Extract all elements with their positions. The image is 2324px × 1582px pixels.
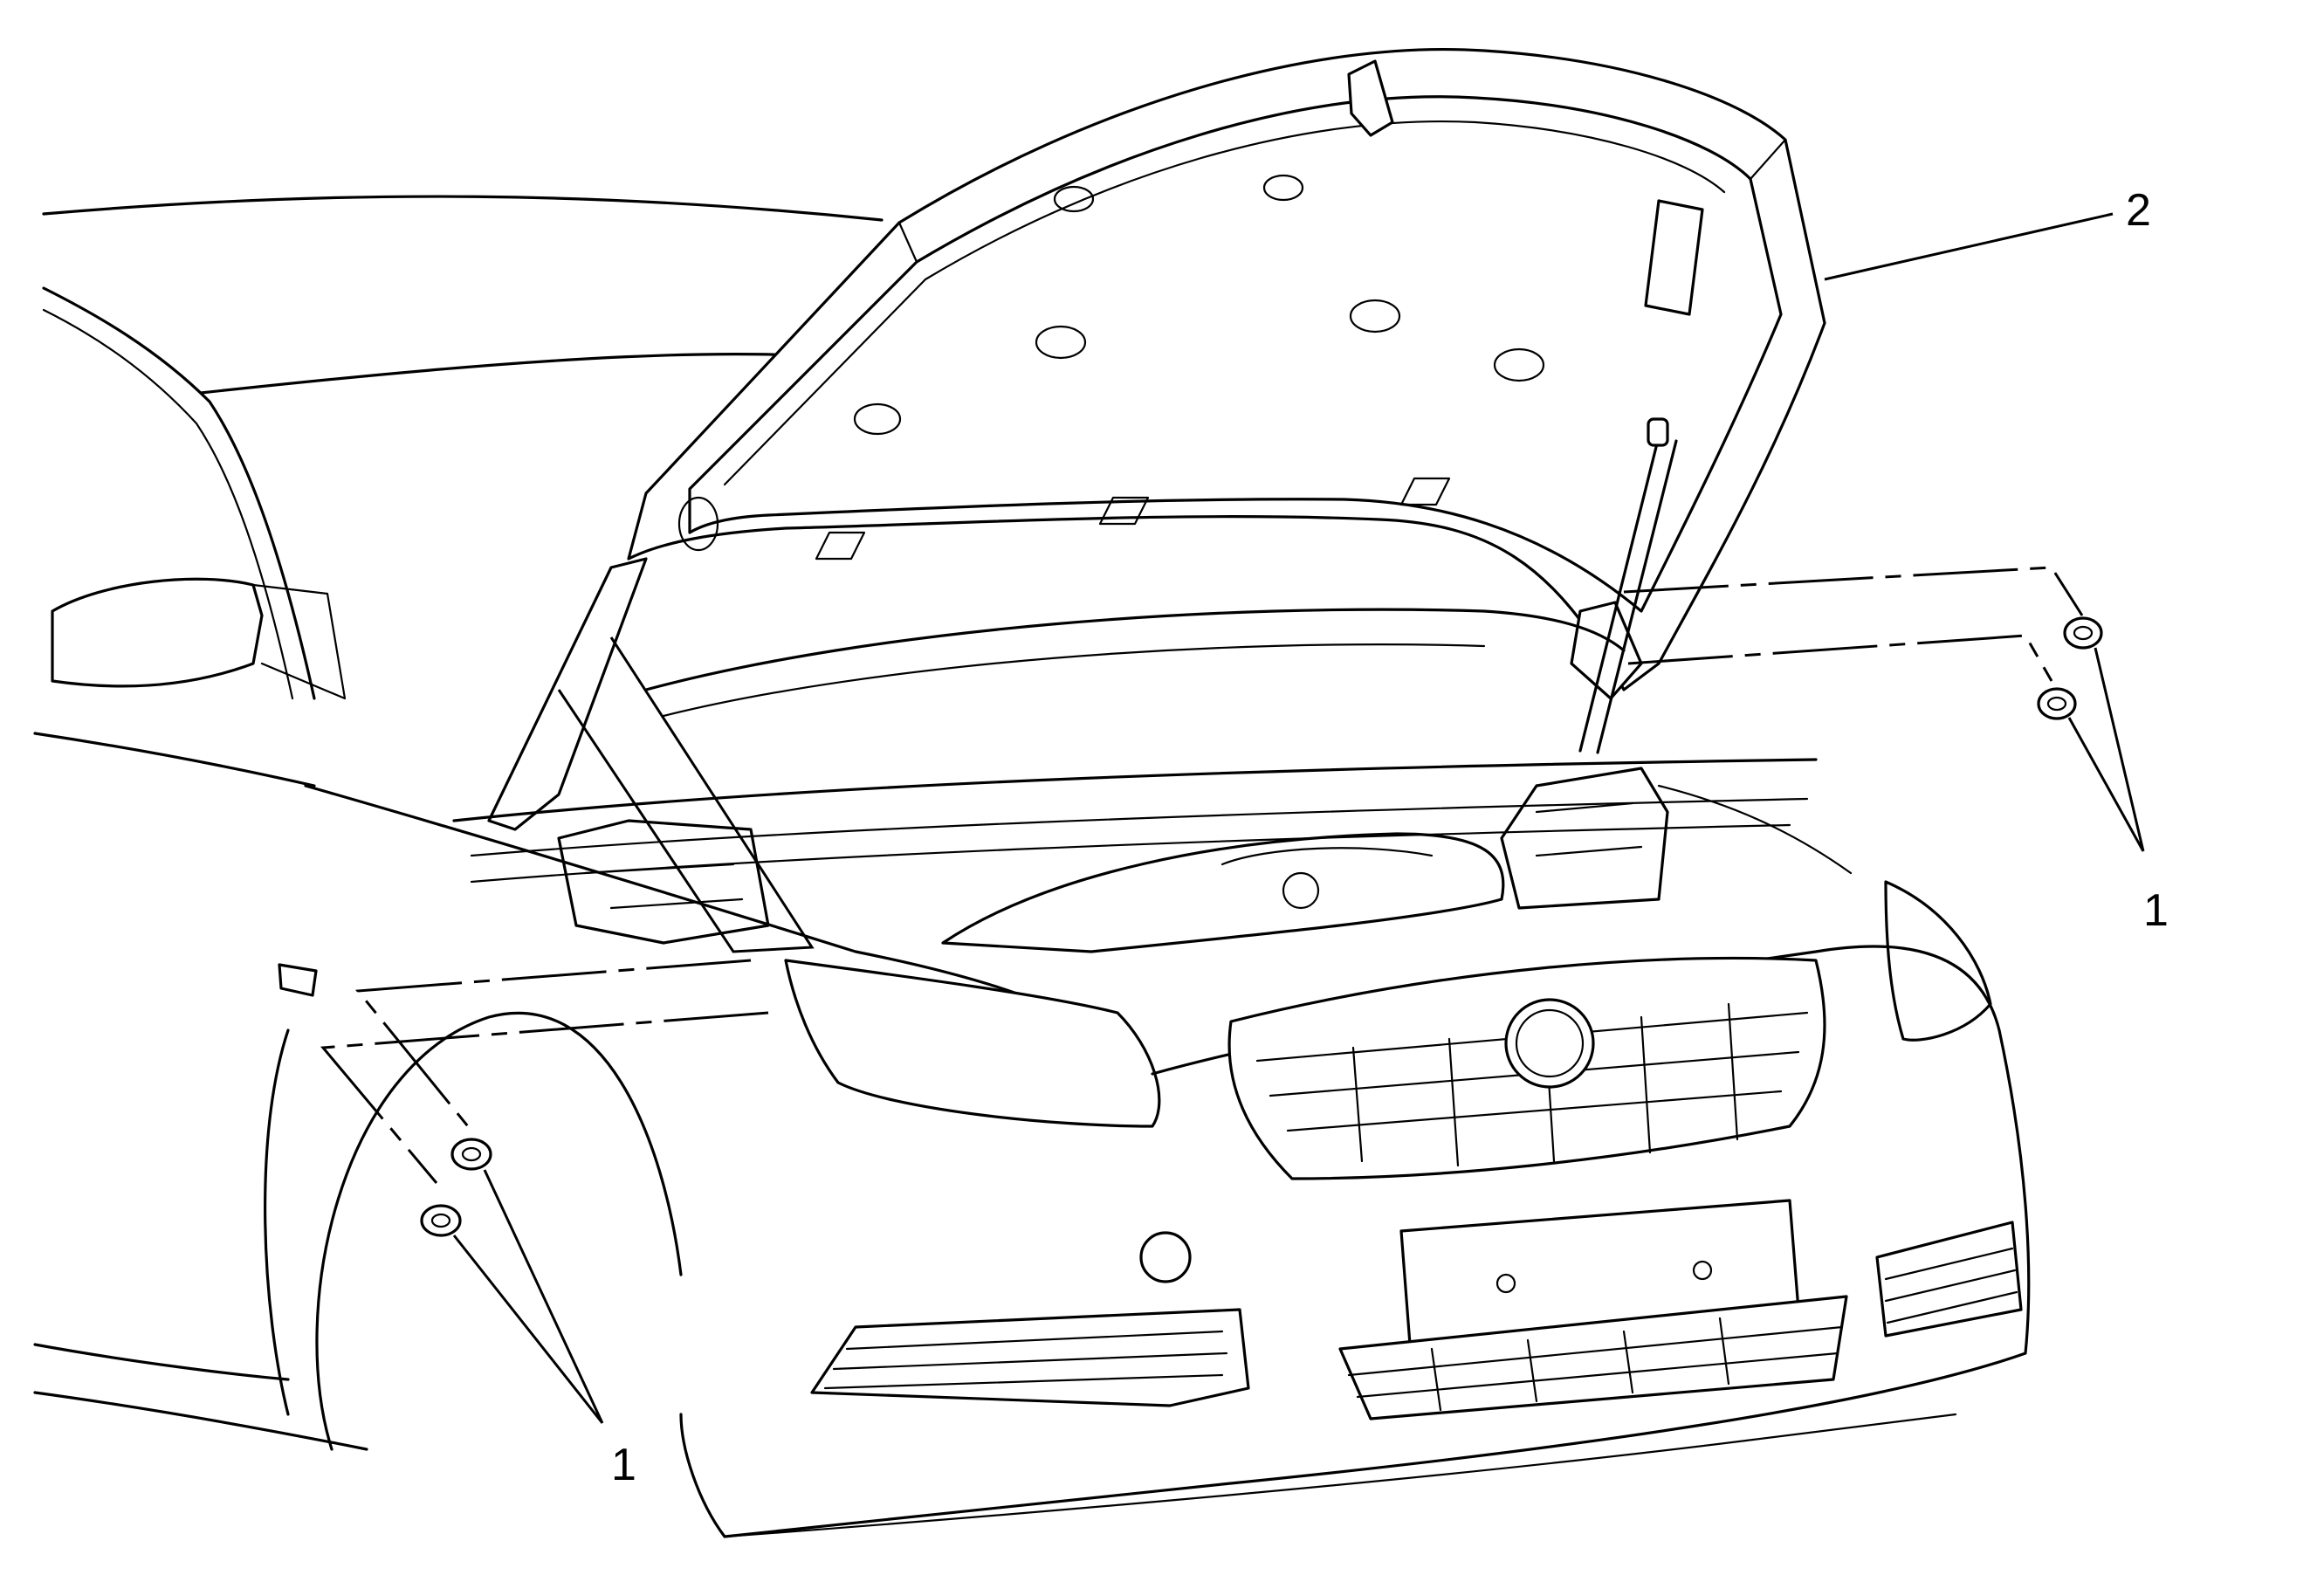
roof-line: [42, 195, 884, 222]
hood-grommet: [1349, 299, 1401, 334]
hinge-nuts-left: [320, 636, 815, 1237]
lower-grille: [1338, 1295, 1848, 1420]
leader-nut-right: [2067, 647, 2145, 852]
engine-cover: [941, 832, 1505, 953]
cowl-panel: [644, 608, 1626, 691]
side-mirror: [51, 577, 264, 688]
engine-block-left: [557, 819, 770, 945]
hinge-nut-icon: [420, 1204, 462, 1237]
hood-grommet: [677, 496, 719, 552]
headlamp-right: [1884, 880, 1992, 1042]
brand-emblem: [1504, 998, 1595, 1089]
fog-lamp-grille-left: [810, 1308, 1250, 1407]
hood: [487, 47, 1826, 831]
hood-hinge-left: [487, 557, 648, 831]
fog-lamp-grille-right: [1875, 1221, 2023, 1338]
hinge-nut-icon: [2063, 616, 2103, 650]
door-line: [33, 732, 316, 788]
hood-grommet: [1262, 174, 1304, 202]
leader-nut-left: [452, 1169, 604, 1424]
hinge-nuts-right: [1623, 566, 2103, 720]
hood-striker-bracket: [1644, 199, 1704, 316]
front-fascia: [679, 880, 2031, 1538]
engine-block-right: [1500, 767, 1669, 910]
wheel-arch: [315, 1011, 683, 1451]
callout-number-hood: 2: [2126, 185, 2151, 236]
callout-number-nut-right: 1: [2143, 885, 2169, 936]
leader-lines: [452, 212, 2145, 1424]
hood-latch: [1347, 59, 1394, 137]
radiator-support: [452, 758, 1818, 822]
side-marker: [278, 963, 318, 997]
leader-hood: [1824, 212, 2114, 281]
car-body: [33, 195, 1154, 1451]
engine-bay: [452, 608, 1853, 953]
hood-grommet: [853, 402, 902, 436]
hood-grommet: [1493, 347, 1545, 382]
hood-outer-edge: [627, 47, 1826, 691]
hood-grommet: [1035, 325, 1087, 360]
headlamp-left: [784, 959, 1161, 1128]
hinge-nut-icon: [450, 1138, 492, 1171]
callout-number-nut-left: 1: [611, 1440, 636, 1490]
hood-clip: [1399, 477, 1451, 506]
parking-sensor: [1139, 1231, 1192, 1283]
hood-clip: [1098, 496, 1150, 526]
hood-clip: [815, 531, 866, 561]
windshield-frame: [42, 286, 316, 700]
hood-grommet: [1053, 185, 1095, 213]
gas-strut-right: [1578, 435, 1678, 754]
hinge-nut-icon: [2037, 687, 2077, 720]
